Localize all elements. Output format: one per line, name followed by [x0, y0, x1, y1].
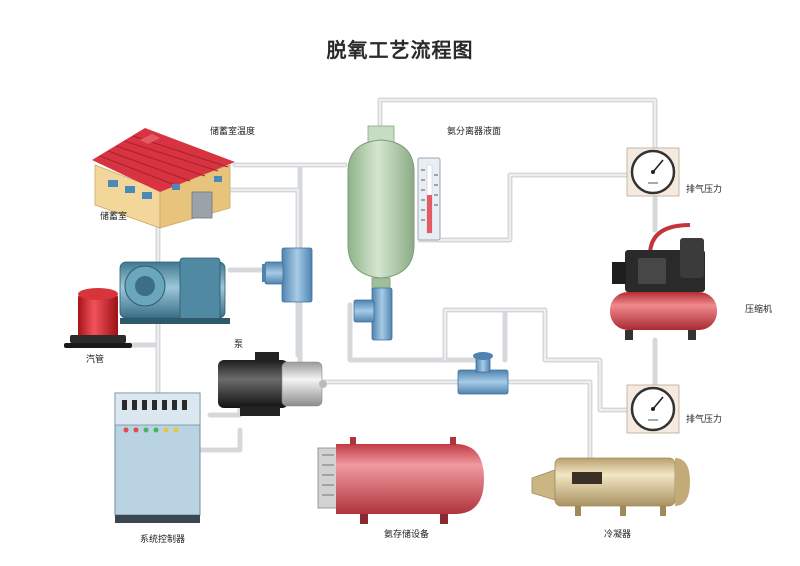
label-ammonia-storage: 氨存储设备	[384, 530, 430, 540]
valve-icon	[457, 352, 509, 395]
label-steam-pipe: 汽管	[86, 355, 105, 365]
valve-icon	[262, 247, 313, 303]
condenser-icon	[531, 457, 690, 516]
label-control-system: 系统控制器	[140, 535, 186, 545]
storage-tank-icon	[317, 437, 484, 524]
separator-tank-icon	[347, 125, 415, 291]
level-gauge-icon	[417, 157, 441, 241]
label-compressor: 压缩机	[745, 305, 773, 315]
siren-light-icon	[64, 288, 132, 348]
label-pump: 泵	[234, 340, 244, 350]
valve-icon	[353, 287, 393, 341]
label-condenser: 冷凝器	[604, 530, 632, 540]
label-exhaust-pressure-bottom: 排气压力	[686, 415, 723, 425]
label-exhaust-pressure-top: 排气压力	[686, 185, 723, 195]
label-storage-room: 储蓄室	[100, 212, 128, 222]
warehouse-icon	[92, 128, 235, 229]
label-storage-room-temp: 储蓄室温度	[210, 127, 256, 137]
pressure-gauge-icon	[626, 147, 680, 197]
control-cabinet-icon	[114, 392, 201, 523]
air-compressor-icon	[610, 223, 717, 340]
pump-icon	[218, 352, 327, 416]
pressure-gauge-icon	[626, 384, 680, 434]
diagram-title: 脱氧工艺流程图	[326, 38, 474, 62]
motor-icon	[119, 257, 230, 324]
label-separator-level: 氨分离器液面	[447, 127, 502, 137]
